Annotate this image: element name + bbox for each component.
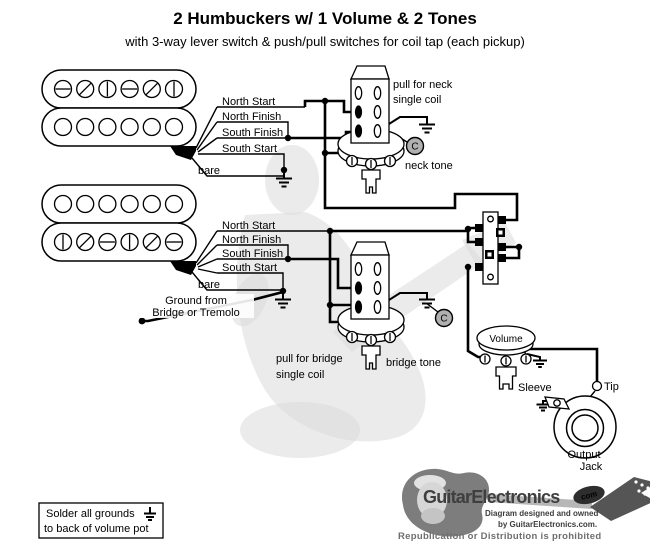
lever-switch-left-jumper-wire: [466, 229, 475, 244]
ground-icon-neck-switch: [419, 123, 435, 134]
ground-icon-note: [144, 507, 156, 521]
bridge-coil-tap-wire: [288, 257, 352, 290]
ground-icon-volume: [526, 353, 547, 368]
bridge-pot-shaft: [361, 345, 381, 370]
bridge-pickup-cable-exit: [170, 261, 196, 275]
output-jack: [543, 380, 617, 459]
bridge-pot-lugs: [345, 330, 397, 347]
bridge-pull-caption-line1: pull for bridge: [276, 353, 343, 365]
bridge-label-south-finish: South Finish: [222, 248, 283, 260]
bridge-north-finish-wire: [217, 244, 289, 257]
neck-tone-caption: neck tone: [405, 160, 453, 172]
bridge-hot-to-lever-switch-wire: [330, 226, 475, 233]
logo-guitar-neck: [488, 494, 592, 509]
page-subtitle: with 3-way lever switch & push/pull swit…: [124, 34, 525, 49]
bridge-label-north-finish: North Finish: [222, 234, 281, 246]
ground-icon-bridge-pickup: [275, 291, 291, 309]
jack-tip-label: Tip: [604, 381, 619, 393]
bridge-pull-caption-line2: single coil: [276, 369, 324, 381]
neck-pot-shaft: [361, 169, 381, 194]
jack-sleeve-label: Sleeve: [518, 382, 552, 394]
brand-logo: GuitarElectronics com Diagram designed a…: [398, 468, 650, 542]
tremolo-ground-caption-line1: Ground from: [165, 295, 227, 307]
capacitor-icon-bridge: [434, 308, 454, 328]
neck-pickup-pole-pieces: [53, 79, 184, 137]
ground-icon-jack-sleeve: [536, 400, 550, 412]
neck-label-south-finish: South Finish: [222, 127, 283, 139]
neck-wire-fan: [191, 106, 284, 177]
logo-brand-text: GuitarElectronics: [423, 487, 560, 507]
capacitor-icon-neck: [405, 136, 425, 156]
solder-note-line2: to back of volume pot: [44, 523, 149, 535]
bridge-switch-lugs: [354, 262, 382, 314]
ground-icon-neck-pickup: [276, 170, 292, 188]
neck-hot-to-lever-switch-wire: [323, 101, 519, 222]
neck-pull-caption-line1: pull for neck: [393, 79, 453, 91]
neck-label-north-start: North Start: [222, 96, 275, 108]
bridge-tone-caption: bridge tone: [386, 357, 441, 369]
ground-caption-backing: [140, 294, 254, 318]
neck-label-bare: bare: [198, 165, 220, 177]
logo-credit-line3: Republication or Distribution is prohibi…: [398, 531, 601, 542]
bridge-cap-label: C: [440, 314, 447, 325]
logo-com-text: com: [580, 489, 598, 502]
neck-hot-to-switch-wire: [303, 99, 352, 114]
volume-pot-lugs: [479, 353, 532, 367]
solder-note-line1: Solder all grounds: [46, 508, 135, 520]
neck-south-start-wire: [217, 153, 285, 168]
neck-north-finish-wire: [217, 121, 289, 136]
bridge-tone-push-pull-pot: C: [337, 241, 454, 370]
neck-humbucker-pickup: [41, 69, 197, 160]
bridge-south-start-wire: [217, 272, 284, 289]
tremolo-ground-caption-line2: Bridge or Tremolo: [152, 307, 239, 319]
neck-label-south-start: South Start: [222, 143, 277, 155]
bridge-label-south-start: South Start: [222, 262, 277, 274]
volume-pot-shaft: [495, 366, 517, 390]
logo-credit-line1: Diagram designed and owned: [485, 509, 598, 518]
neck-label-north-finish: North Finish: [222, 111, 281, 123]
bridge-wire-fan: [191, 230, 283, 291]
bridge-label-bare: bare: [198, 279, 220, 291]
neck-pot-lugs: [345, 154, 397, 171]
neck-pickup-cable-exit: [170, 146, 196, 160]
neck-tone-push-pull-pot: C: [337, 65, 425, 194]
solder-note-box: Solder all grounds to back of volume pot: [38, 502, 164, 539]
jack-tip-lug: [591, 380, 603, 392]
logo-credit-line2: by GuitarElectronics.com.: [498, 520, 597, 529]
volume-label: Volume: [489, 334, 523, 345]
three-way-lever-switch: [475, 211, 506, 285]
bridge-label-north-start: North Start: [222, 220, 275, 232]
neck-pull-caption-line2: single coil: [393, 94, 441, 106]
bridge-humbucker-pickup: [41, 184, 197, 275]
ground-icon-bridge-switch: [419, 298, 435, 309]
lever-switch-right-jumper-wire: [504, 245, 521, 260]
neck-cap-label: C: [411, 142, 418, 153]
logo-com-badge: [573, 485, 605, 505]
volume-pot: Volume: [476, 325, 536, 390]
page-title: 2 Humbuckers w/ 1 Volume & 2 Tones: [173, 9, 477, 28]
bridge-pickup-pole-pieces: [53, 194, 184, 252]
jack-caption-line2: Jack: [580, 461, 603, 473]
jack-caption-line1: Output: [567, 449, 600, 461]
neck-wire-labels: North Start North Finish South Finish So…: [198, 96, 283, 177]
neck-switch-lugs: [354, 86, 382, 138]
logo-guitar-headstock: [590, 477, 650, 521]
bridge-wire-labels: North Start North Finish South Finish So…: [198, 220, 283, 291]
